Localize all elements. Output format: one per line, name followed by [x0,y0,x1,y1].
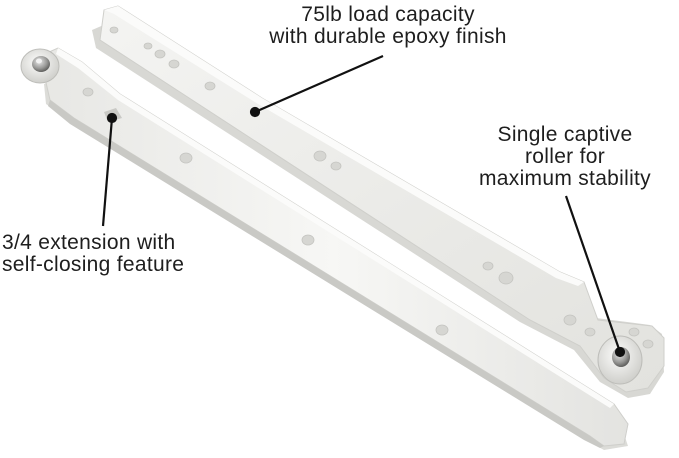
roller-callout: Single captive roller for maximum stabil… [451,124,679,190]
extension-leader-dot [106,112,118,124]
roller-leader-dot [614,346,626,358]
captive-roller [597,335,643,385]
load-capacity-leader [254,54,384,114]
load-capacity-callout: 75lb load capacity with durable epoxy fi… [233,4,543,48]
load-capacity-line-2: with durable epoxy finish [269,25,507,48]
load-capacity-leader-dot [249,106,261,118]
load-capacity-line-1: 75lb load capacity [301,3,475,26]
roller-line-1: Single captive [497,123,633,146]
roller-line-3: maximum stability [479,167,651,190]
callout-leaders [101,54,626,358]
drawer-member-rail [92,5,665,398]
cabinet-member-rail [20,47,629,450]
roller-line-2: roller for [524,145,606,168]
extension-leader [101,117,114,227]
extension-line-1: 3/4 extension with [2,231,176,254]
cabinet-roller [20,48,60,84]
roller-leader [564,195,622,353]
extension-callout: 3/4 extension with self-closing feature [2,232,242,276]
extension-line-2: self-closing feature [2,253,185,276]
